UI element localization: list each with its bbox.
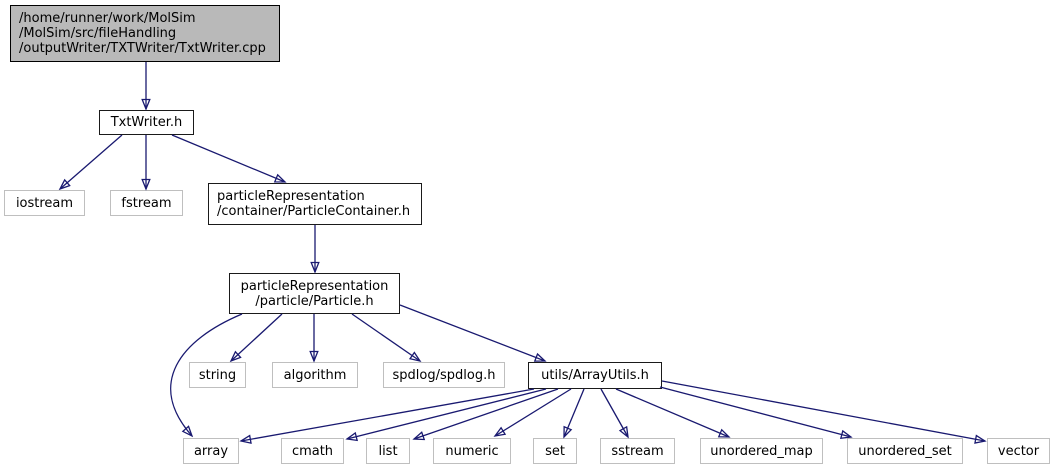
edge-arrayutils-list <box>414 388 559 439</box>
node-vector: vector <box>987 438 1050 464</box>
node-unordered-set: unordered_set <box>847 438 963 464</box>
edge-particle-string <box>231 313 283 361</box>
node-array: array <box>183 438 239 464</box>
node-list: list <box>366 438 410 464</box>
edge-arrayutils-set <box>564 388 585 437</box>
edge-txtwriter-iostream <box>60 134 123 189</box>
edge-particle-arrayutils <box>399 304 545 361</box>
node-txtwriter-cpp: /home/runner/work/MolSim /MolSim/src/fil… <box>10 5 280 62</box>
node-unordered-map: unordered_map <box>700 438 823 464</box>
edge-arrayutils-sstream <box>600 388 628 437</box>
edge-arrayutils-vector <box>661 380 985 441</box>
edge-arrayutils-array <box>241 388 535 441</box>
node-spdlog-h: spdlog/spdlog.h <box>383 362 505 388</box>
edge-particle-spdlog <box>351 313 420 361</box>
node-cmath: cmath <box>281 438 344 464</box>
node-algorithm: algorithm <box>272 362 358 388</box>
edge-arrayutils-unordered-map <box>615 388 729 437</box>
node-arrayutils-h[interactable]: utils/ArrayUtils.h <box>528 362 662 389</box>
node-iostream: iostream <box>4 190 85 216</box>
edge-arrayutils-unordered-set <box>659 386 851 437</box>
node-sstream: sstream <box>600 438 675 464</box>
node-numeric: numeric <box>433 438 511 464</box>
edge-txtwriter-container <box>171 134 285 182</box>
edge-arrayutils-numeric <box>495 388 572 436</box>
edge-arrayutils-cmath <box>347 388 547 439</box>
node-particle-h[interactable]: particleRepresentation /particle/Particl… <box>229 273 400 314</box>
node-particlecontainer-h[interactable]: particleRepresentation /container/Partic… <box>208 183 422 225</box>
node-fstream: fstream <box>110 190 183 216</box>
node-txtwriter-h[interactable]: TxtWriter.h <box>99 110 194 135</box>
node-string: string <box>189 362 246 388</box>
node-set: set <box>533 438 577 464</box>
